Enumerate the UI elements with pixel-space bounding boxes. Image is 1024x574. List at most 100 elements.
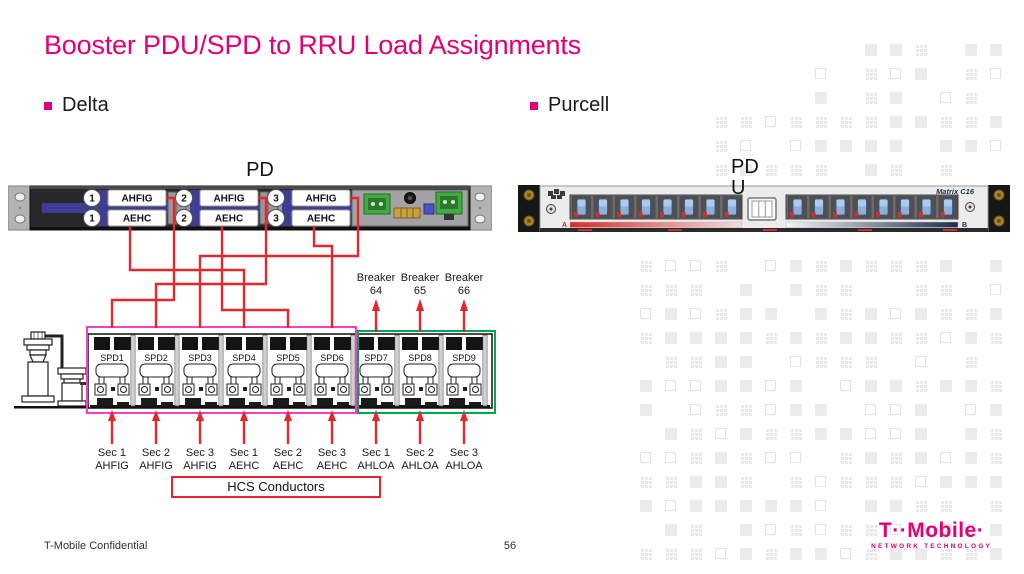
blue-module-icon [423,203,435,215]
deco-square [890,428,901,439]
deco-square [940,284,952,296]
deco-square [790,380,802,392]
ahfig-aehc-group-box [86,326,357,414]
bullet-square-icon [44,101,52,110]
deco-square [665,548,677,560]
deco-square [740,164,752,176]
hcs-conductors-box: HCS Conductors [171,476,381,498]
device-display [747,197,777,221]
green-terminal-icon [363,193,391,215]
deco-square [815,260,827,272]
deco-square [665,500,676,511]
deco-square [665,260,676,271]
ground-insulator-assembly [14,331,94,409]
device-endcap-right [988,185,1010,232]
deco-square [915,356,926,367]
bus-b-bar [785,221,959,228]
deco-square [865,116,877,128]
deco-square [915,404,927,416]
deco-square [640,380,652,392]
deco-square [890,476,902,488]
deco-square [690,284,702,296]
deco-square [965,452,977,464]
deco-square [865,380,877,392]
deco-square [665,380,676,391]
deco-square [665,332,677,344]
deco-square [840,356,852,368]
deco-square [890,500,902,512]
deco-square [990,140,1001,151]
deco-square [915,116,927,128]
deco-square [965,92,977,104]
deco-square [815,500,826,511]
deco-square [915,380,927,392]
spd-label: SPD5 [276,353,300,363]
deco-square [640,332,652,344]
deco-square [640,404,652,416]
deco-square [915,452,927,464]
port-label-ahfig: AHFIG [121,194,152,205]
deco-square [865,356,877,368]
deco-square [815,308,827,320]
deco-square [865,548,877,560]
deco-square [715,548,726,559]
deco-square [915,68,927,80]
deco-square [740,332,752,344]
deco-square [765,548,777,560]
deco-square [890,92,902,104]
deco-square [840,428,852,440]
deco-square [690,428,702,440]
deco-square [715,140,727,152]
deco-square [765,260,776,271]
deco-square [965,404,976,415]
deco-square [765,380,776,391]
deco-square [690,260,701,271]
deco-square [940,524,952,536]
deco-square [865,332,877,344]
deco-square [990,308,1002,320]
deco-square [740,548,752,560]
deco-square [865,260,877,272]
deco-square [965,68,977,80]
deco-square [940,380,952,392]
deco-square [940,92,951,103]
deco-square [740,284,752,296]
deco-square [990,260,1002,272]
deco-square [865,308,877,320]
deco-square [815,356,827,368]
deco-square [865,68,877,80]
spd-label: SPD2 [144,353,168,363]
deco-square [765,116,776,127]
spd-labels: SPD1 SPD2 SPD3 SPD4 SPD5 SPD6 SPD7 SPD8 … [100,353,476,363]
deco-square [665,308,677,320]
deco-square [790,164,802,176]
purcell-pdu-label-line1: PD [731,156,759,178]
deco-square [865,500,877,512]
deco-square [865,404,876,415]
deco-square [790,260,802,272]
deco-square [840,332,852,344]
deco-square [665,452,676,463]
deco-square [715,404,727,416]
deco-square [865,140,877,152]
deco-square [890,308,901,319]
deco-square [740,452,752,464]
deco-square [965,548,977,560]
deco-square [815,548,827,560]
deco-square [815,116,827,128]
port-label-ahfig: AHFIG [213,194,244,205]
deco-square [790,404,802,416]
purcell-pdu-label: PD U [731,157,759,199]
deco-square [990,548,1002,560]
spd-label: SPD1 [100,353,124,363]
deco-square [665,524,677,536]
bus-b-label: B [962,222,967,229]
deco-square [990,116,1002,128]
bullet-square-icon [530,101,538,110]
